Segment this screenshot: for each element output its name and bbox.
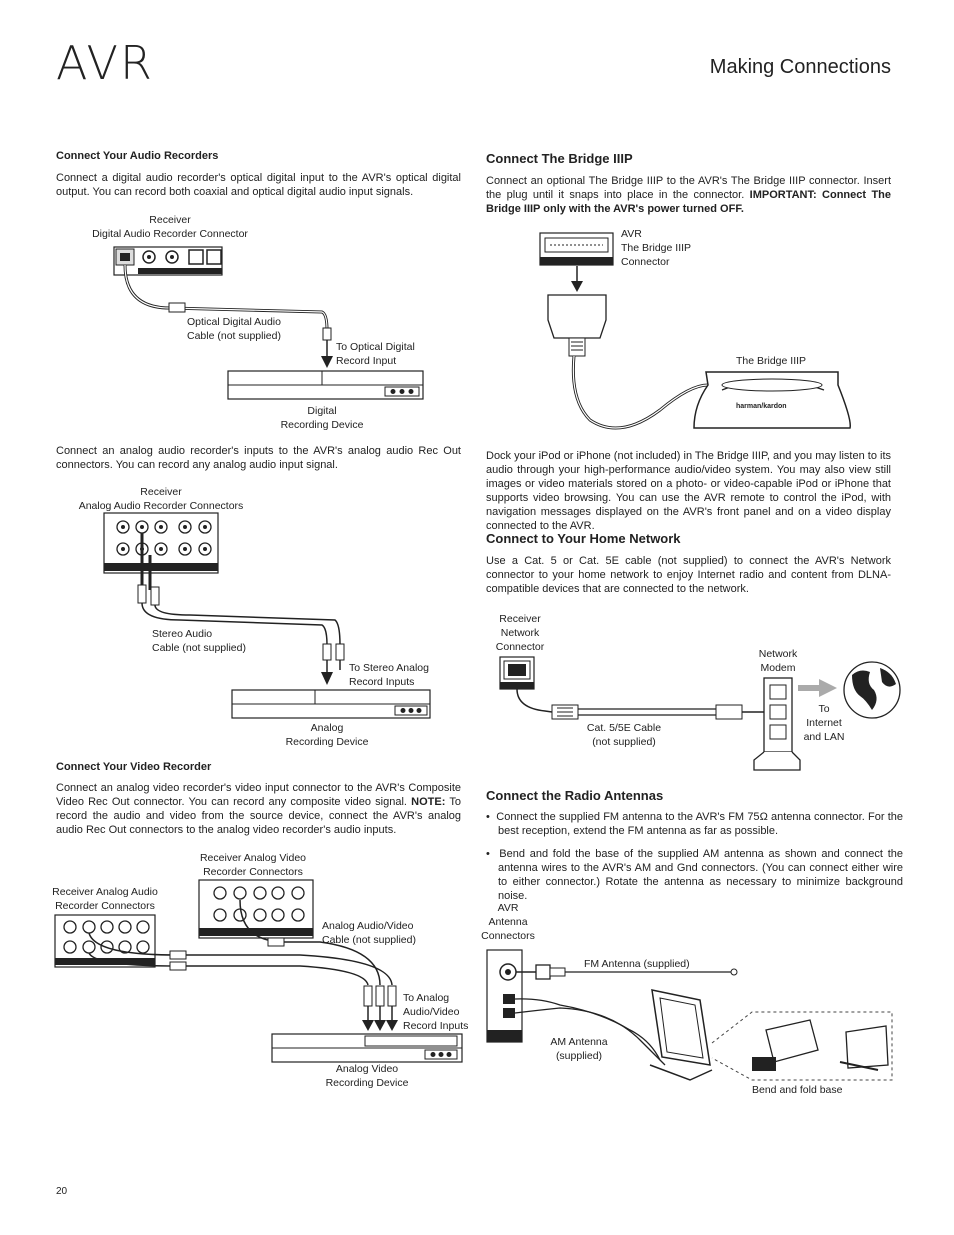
receiver-label-2: Digital Audio Recorder Connector bbox=[92, 228, 248, 240]
heading-bridge: Connect The Bridge IIIP bbox=[486, 151, 633, 166]
network-paragraph: Use a Cat. 5 or Cat. 5E cable (not suppl… bbox=[486, 555, 891, 595]
cat5-cable-label-2: (not supplied) bbox=[592, 736, 656, 748]
av-cable-label-2: Cable (not supplied) bbox=[322, 934, 416, 946]
bridge-paragraph-2: Dock your iPod or iPhone (not included) … bbox=[486, 450, 891, 532]
antenna-avr-label-3: Connectors bbox=[481, 930, 535, 942]
antenna-bullet-2: • Bend and fold the base of the supplied… bbox=[486, 848, 903, 902]
modem-label-2: Modem bbox=[760, 662, 796, 674]
optical-cable-label-2: Cable (not supplied) bbox=[187, 330, 281, 342]
bridge-avr-label-1: AVR bbox=[621, 228, 642, 240]
receiver-network-label-3: Connector bbox=[495, 641, 545, 653]
modem-label-1: Network bbox=[758, 648, 798, 660]
heading-video-recorder: Connect Your Video Recorder bbox=[56, 761, 212, 773]
to-av-label-2: Audio/Video bbox=[403, 1006, 460, 1018]
video-audio-receiver-label-2: Recorder Connectors bbox=[55, 900, 155, 912]
to-stereo-label-2: Record Inputs bbox=[349, 676, 415, 688]
digital-device-label-1: Digital bbox=[307, 405, 337, 417]
analog-device-label-1: Analog bbox=[310, 722, 344, 734]
receiver-network-label-1: Receiver bbox=[499, 613, 541, 625]
antenna-avr-label-2: Antenna bbox=[488, 916, 528, 928]
digital-device-label-2: Recording Device bbox=[280, 419, 364, 431]
stereo-cable-label-2: Cable (not supplied) bbox=[152, 642, 246, 654]
to-stereo-label-1: To Stereo Analog bbox=[349, 662, 429, 674]
bridge-dock-label: The Bridge IIIP bbox=[736, 355, 807, 367]
av-cable-label-1: Analog Audio/Video bbox=[322, 920, 414, 932]
analog-receiver-label-1: Receiver bbox=[140, 486, 182, 498]
video-recorder-paragraph: Connect an analog video recorder's video… bbox=[56, 782, 462, 836]
to-internet-label-2: Internet bbox=[806, 717, 842, 729]
am-antenna-label-2: (supplied) bbox=[555, 1050, 603, 1062]
heading-audio-recorders: Connect Your Audio Recorders bbox=[56, 150, 219, 162]
audio-recorders-paragraph-1: Connect a digital audio recorder's optic… bbox=[56, 172, 461, 198]
bridge-avr-label-3: Connector bbox=[621, 256, 670, 268]
bend-fold-label: Bend and fold base bbox=[752, 1084, 843, 1096]
fm-antenna-label: FM Antenna (supplied) bbox=[584, 958, 690, 970]
receiver-label-1: Receiver bbox=[149, 214, 191, 226]
receiver-network-label-2: Network bbox=[500, 627, 540, 639]
video-audio-receiver-label-1: Receiver Analog Audio bbox=[52, 886, 158, 898]
section-title: Making Connections bbox=[709, 56, 891, 78]
to-av-label-1: To Analog bbox=[403, 992, 450, 1004]
to-optical-label-2: Record Input bbox=[336, 355, 397, 367]
to-optical-label-1: To Optical Digital bbox=[336, 341, 415, 353]
cat5-cable-label-1: Cat. 5/5E Cable bbox=[586, 722, 662, 734]
page-number: 20 bbox=[56, 1186, 68, 1197]
analog-device-label-2: Recording Device bbox=[285, 736, 369, 748]
brand-logo: AVR bbox=[56, 36, 154, 90]
stereo-cable-label-1: Stereo Audio bbox=[152, 628, 213, 640]
video-device-label-1: Analog Video bbox=[335, 1063, 399, 1075]
antenna-bullet-1: • Connect the supplied FM antenna to the… bbox=[486, 811, 903, 837]
am-antenna-label-1: AM Antenna bbox=[550, 1036, 608, 1048]
heading-antennas: Connect the Radio Antennas bbox=[486, 788, 664, 803]
to-av-label-3: Record Inputs bbox=[403, 1020, 469, 1032]
video-receiver-label-2: Recorder Connectors bbox=[203, 866, 303, 878]
heading-network: Connect to Your Home Network bbox=[486, 531, 681, 546]
audio-recorders-paragraph-2: Connect an analog audio recorder's input… bbox=[56, 445, 461, 471]
to-internet-label-1: To bbox=[818, 703, 830, 715]
analog-receiver-label-2: Analog Audio Recorder Connectors bbox=[78, 500, 244, 512]
video-device-label-2: Recording Device bbox=[325, 1077, 409, 1089]
harman-kardon-logo: harman/kardon bbox=[736, 403, 787, 410]
video-receiver-label-1: Receiver Analog Video bbox=[199, 852, 307, 864]
optical-cable-label-1: Optical Digital Audio bbox=[187, 316, 281, 328]
to-internet-label-3: and LAN bbox=[803, 731, 845, 743]
antenna-avr-label-1: AVR bbox=[497, 902, 519, 914]
bridge-avr-label-2: The Bridge IIIP bbox=[621, 242, 692, 254]
bridge-paragraph-1: Connect an optional The Bridge IIIP to t… bbox=[486, 175, 891, 215]
